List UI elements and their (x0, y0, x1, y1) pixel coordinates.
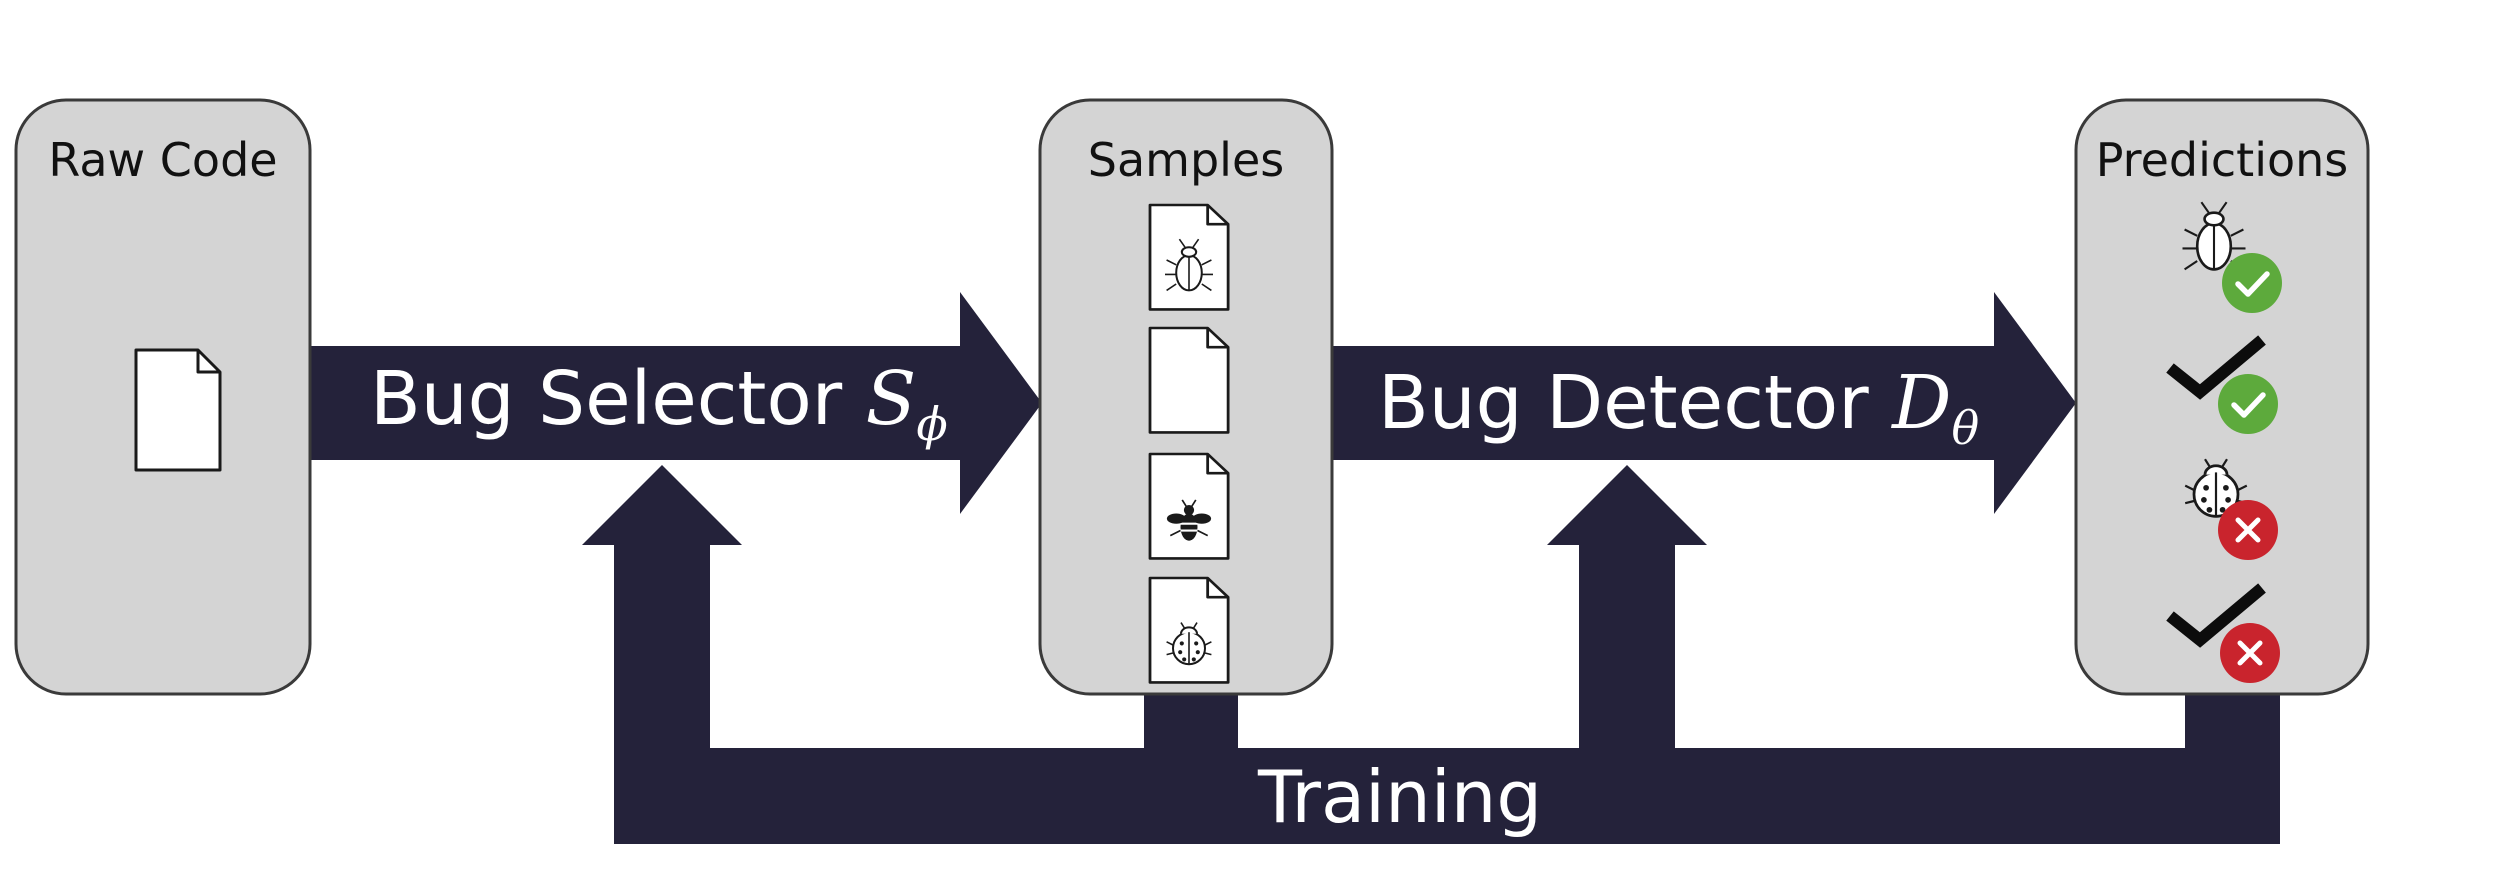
blank-file-icon (134, 348, 222, 472)
bug-detector-arrow (1330, 292, 2076, 514)
bee-file-icon (1148, 452, 1230, 560)
selector-feedback-stem (614, 540, 710, 750)
detector-feedback-arrowhead (1547, 465, 1707, 545)
predictions-title: Predictions (2096, 133, 2348, 187)
training-bar (614, 748, 2280, 844)
cross-badge-icon (2218, 500, 2278, 560)
bug-detector-label: Bug Detector Dθ (1378, 360, 1979, 455)
cross-badge-icon (2220, 623, 2280, 683)
check-badge-icon (2218, 374, 2278, 434)
samples-box: Samples (1038, 98, 1334, 696)
samples-title: Samples (1088, 133, 1284, 187)
bug-selector-label: Bug Selector Sϕ (370, 356, 948, 451)
selector-feedback-arrowhead (582, 465, 742, 545)
detector-feedback-stem (1579, 540, 1675, 750)
predictions-box: Predictions (2074, 98, 2370, 696)
check-badge-icon (2222, 253, 2282, 313)
training-label: Training (1257, 755, 1542, 839)
raw-code-title: Raw Code (48, 133, 277, 187)
ladybug-file-icon (1148, 576, 1230, 684)
bug-selector-arrow (300, 292, 1042, 514)
blank-file-icon (1148, 326, 1230, 434)
raw-code-box: Raw Code (14, 98, 312, 696)
bug-file-icon (1148, 203, 1230, 311)
